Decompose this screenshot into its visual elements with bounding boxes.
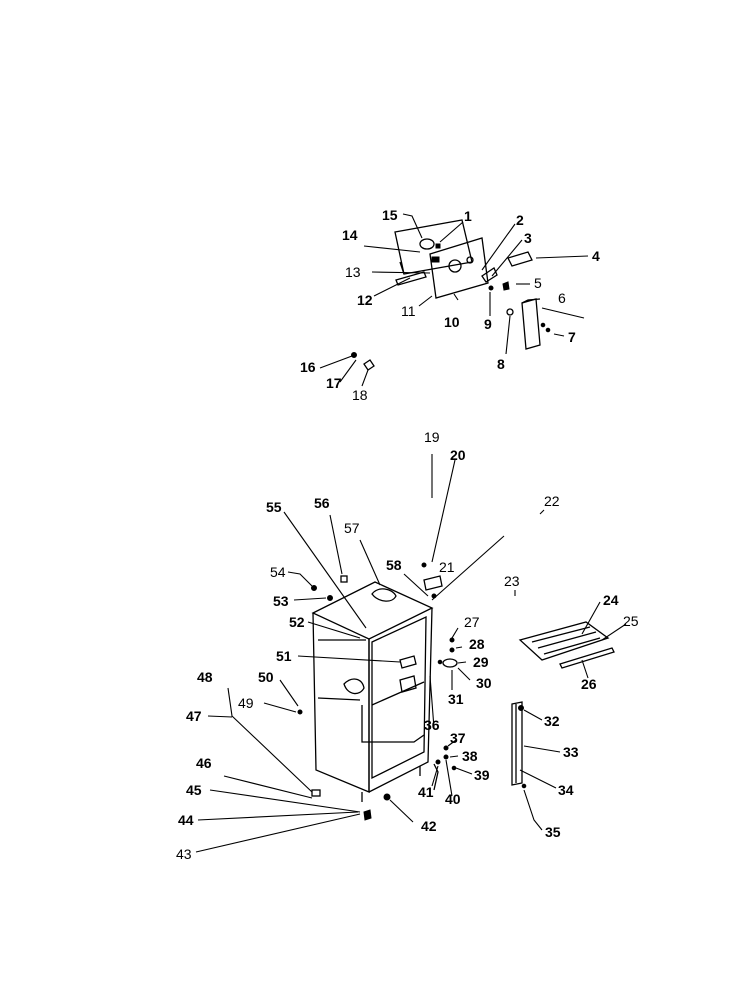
callout-27: 27 — [464, 614, 480, 630]
callout-17: 17 — [326, 375, 342, 391]
callout-43: 43 — [176, 846, 192, 862]
callout-25: 25 — [623, 613, 639, 629]
callout-38: 38 — [462, 748, 478, 764]
cabinet-hardware — [297, 562, 458, 821]
callout-55: 55 — [266, 499, 282, 515]
leader-lines — [195, 213, 627, 853]
callout-45: 45 — [186, 782, 202, 798]
callout-16: 16 — [300, 359, 316, 375]
callout-53: 53 — [273, 593, 289, 609]
callout-18: 18 — [352, 387, 368, 403]
callout-47: 47 — [186, 708, 202, 724]
callout-49: 49 — [238, 695, 254, 711]
callout-57: 57 — [344, 520, 360, 536]
callout-46: 46 — [196, 755, 212, 771]
callout-5: 5 — [534, 275, 542, 291]
callout-35: 35 — [545, 824, 561, 840]
callout-3: 3 — [524, 230, 532, 246]
callout-29: 29 — [473, 654, 489, 670]
callout-39: 39 — [474, 767, 490, 783]
callout-52: 52 — [289, 614, 305, 630]
callout-58: 58 — [386, 557, 402, 573]
callout-34: 34 — [558, 782, 574, 798]
callout-30: 30 — [476, 675, 492, 691]
callout-50: 50 — [258, 669, 274, 685]
callout-20: 20 — [450, 447, 466, 463]
callout-1: 1 — [464, 208, 472, 224]
callout-6: 6 — [558, 290, 566, 306]
callout-14: 14 — [342, 227, 358, 243]
callout-7: 7 — [568, 329, 576, 345]
callout-33: 33 — [563, 744, 579, 760]
callout-19: 19 — [424, 429, 440, 445]
callout-32: 32 — [544, 713, 560, 729]
callout-8: 8 — [497, 356, 505, 372]
door-strip-assembly — [511, 701, 527, 789]
callout-9: 9 — [484, 316, 492, 332]
refrigerator-cabinet — [311, 581, 434, 802]
shelf-assembly — [518, 621, 615, 669]
callout-48: 48 — [197, 669, 213, 685]
control-panel-assembly — [394, 219, 551, 350]
callout-44: 44 — [178, 812, 194, 828]
small-hardware-16-18 — [351, 352, 375, 371]
callout-36: 36 — [424, 717, 440, 733]
callout-22: 22 — [544, 493, 560, 509]
callout-11: 11 — [401, 303, 416, 319]
callout-13: 13 — [345, 264, 361, 280]
callout-12: 12 — [357, 292, 373, 308]
callout-24: 24 — [603, 592, 619, 608]
callout-4: 4 — [592, 248, 600, 264]
callout-23: 23 — [504, 573, 520, 589]
callout-40: 40 — [445, 791, 461, 807]
callout-28: 28 — [469, 636, 485, 652]
callout-51: 51 — [276, 648, 292, 664]
callout-54: 54 — [270, 564, 286, 580]
callout-31: 31 — [448, 691, 464, 707]
callout-21: 21 — [439, 559, 455, 575]
callout-41: 41 — [418, 784, 434, 800]
callout-labels: 15 1 2 3 14 4 13 5 12 6 11 10 9 7 8 16 1… — [176, 207, 639, 862]
callout-37: 37 — [450, 730, 466, 746]
callout-15: 15 — [382, 207, 398, 223]
callout-26: 26 — [581, 676, 597, 692]
callout-56: 56 — [314, 495, 330, 511]
callout-10: 10 — [444, 314, 460, 330]
callout-42: 42 — [421, 818, 437, 834]
callout-2: 2 — [516, 212, 524, 228]
